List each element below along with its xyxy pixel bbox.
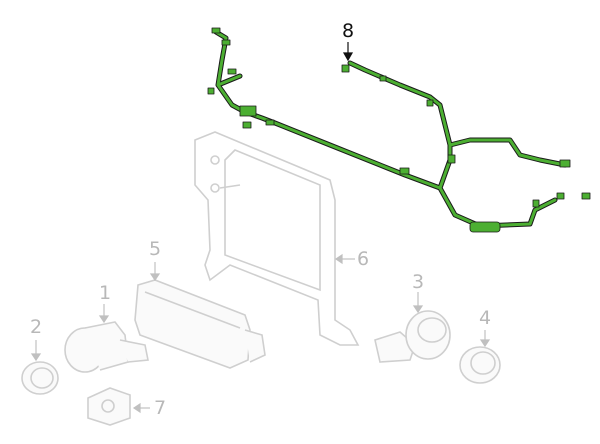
callout-2[interactable]: 2 — [30, 316, 43, 338]
callout-1[interactable]: 1 — [99, 282, 112, 304]
callout-5[interactable]: 5 — [149, 238, 162, 260]
parking-sensor-1[interactable] — [64, 321, 149, 373]
callout-7[interactable]: 7 — [154, 397, 167, 419]
callout-3[interactable]: 3 — [412, 271, 425, 293]
callout-8[interactable]: 8 — [342, 20, 355, 42]
callout-arrow-8 — [342, 42, 354, 62]
callout-arrows — [30, 253, 491, 414]
callout-4[interactable]: 4 — [479, 307, 492, 329]
control-module[interactable] — [134, 279, 266, 369]
sensor-bezel-ring-4[interactable] — [459, 346, 501, 384]
sensor-clip-7[interactable] — [87, 387, 131, 426]
module-bracket[interactable] — [194, 131, 360, 346]
sensor-bezel-ring-2[interactable] — [21, 361, 59, 395]
callout-6[interactable]: 6 — [357, 248, 370, 270]
wiring-harness[interactable] — [207, 27, 591, 233]
parking-sensor-3[interactable] — [374, 310, 451, 363]
